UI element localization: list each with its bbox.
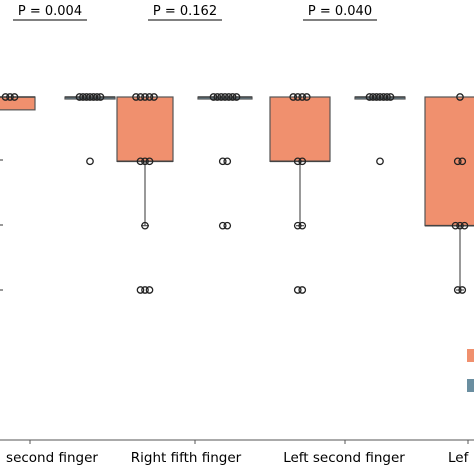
x-tick-label: Right fifth finger	[131, 450, 242, 466]
data-point	[293, 221, 302, 230]
data-point	[451, 221, 460, 230]
legend	[467, 349, 474, 392]
data-point	[458, 157, 467, 166]
box	[424, 96, 474, 227]
data-point	[132, 93, 140, 101]
data-point	[136, 286, 145, 294]
data-point	[298, 93, 307, 101]
data-point	[150, 93, 158, 101]
data-point	[453, 286, 462, 294]
box-group	[197, 93, 253, 230]
data-point	[209, 93, 218, 101]
data-point	[298, 221, 307, 230]
box-plot-area	[0, 93, 474, 294]
box-group	[64, 93, 116, 166]
data-point	[141, 93, 149, 101]
data-point	[96, 93, 105, 101]
data-point	[456, 93, 464, 101]
data-point	[93, 93, 101, 101]
p-value-labels: P = 0.004 P = 0.162 P = 0.040	[13, 4, 377, 21]
data-point	[224, 93, 233, 101]
data-point	[223, 221, 232, 230]
box	[269, 96, 331, 162]
data-point	[217, 93, 226, 101]
box-group	[0, 93, 36, 111]
data-point	[228, 93, 237, 101]
data-point	[376, 157, 384, 166]
box	[116, 96, 174, 162]
data-point	[145, 157, 154, 166]
data-point	[218, 221, 227, 230]
p-value-label: P = 0.004	[18, 4, 82, 19]
data-point	[141, 286, 149, 294]
data-point	[386, 93, 395, 101]
data-point	[453, 157, 462, 166]
data-point	[136, 93, 145, 101]
data-point	[293, 286, 302, 294]
data-point	[458, 286, 467, 294]
box-group	[269, 93, 331, 294]
data-point	[456, 221, 464, 230]
data-point	[213, 93, 222, 101]
legend-patch	[467, 379, 474, 392]
box-group	[424, 93, 474, 294]
box-group	[354, 93, 406, 166]
x-tick-label: Lef	[448, 450, 470, 466]
p-value-label: P = 0.162	[153, 4, 217, 19]
data-point	[298, 157, 307, 166]
box-group	[116, 93, 174, 294]
data-point	[293, 157, 302, 166]
x-tick-label: Left second finger	[283, 450, 405, 466]
data-point	[302, 93, 311, 101]
data-point	[383, 93, 391, 101]
data-point	[86, 157, 94, 166]
data-point	[460, 221, 469, 230]
data-point	[145, 286, 154, 294]
data-point	[10, 93, 19, 101]
x-tick-label: second finger	[6, 450, 98, 466]
data-point	[145, 93, 154, 101]
data-point	[289, 93, 298, 101]
data-point	[141, 221, 149, 230]
data-point	[221, 93, 229, 101]
data-point	[298, 286, 307, 294]
data-point	[141, 157, 149, 166]
data-point	[136, 157, 145, 166]
x-axis: second finger Right fifth finger Left seco…	[0, 96, 474, 466]
data-point	[6, 93, 14, 101]
data-point	[223, 157, 232, 166]
data-point	[232, 93, 241, 101]
p-value-label: P = 0.040	[308, 4, 372, 19]
legend-patch	[467, 349, 474, 362]
data-point	[293, 93, 302, 101]
data-point	[218, 157, 227, 166]
